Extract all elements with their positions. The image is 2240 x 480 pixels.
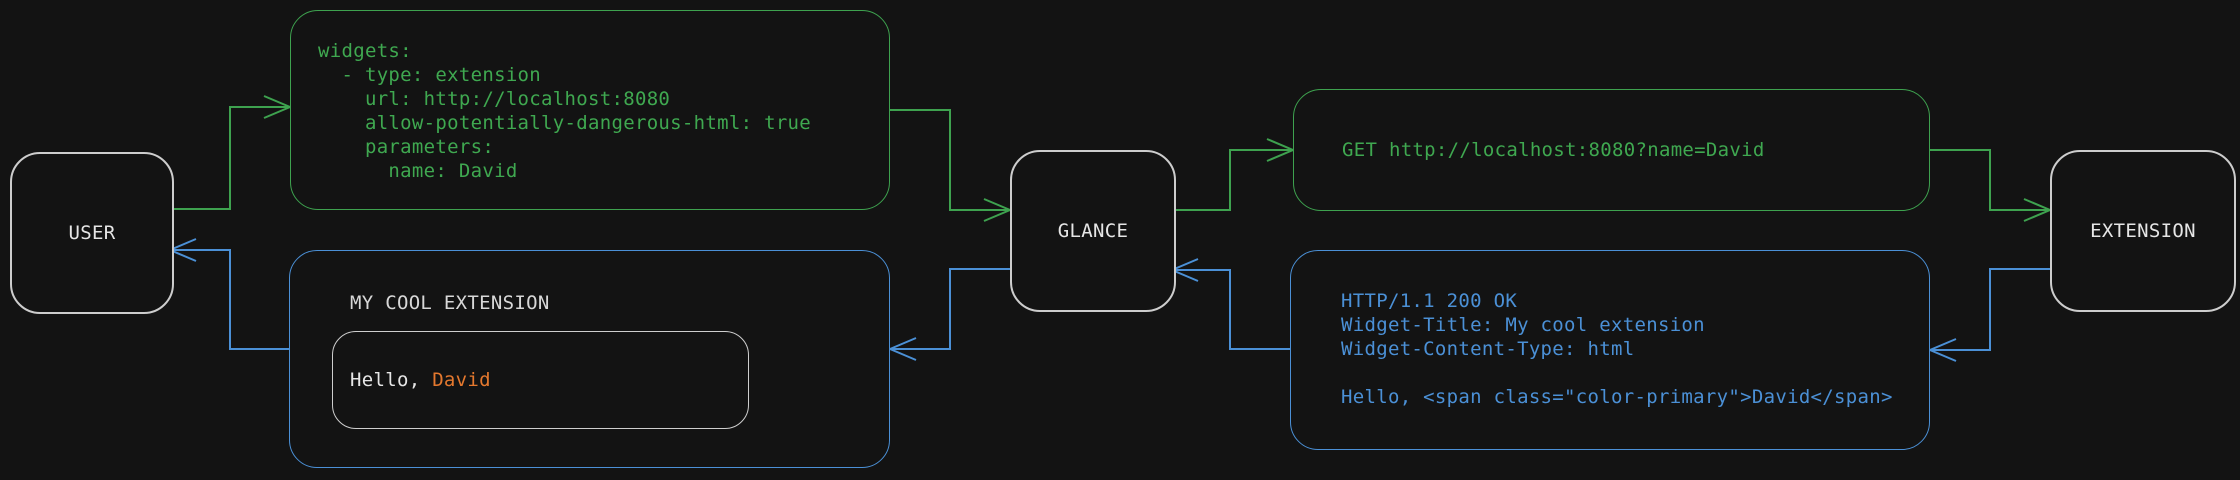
arrowhead-extension-to-response — [1927, 338, 1957, 362]
config-yaml-box: widgets: - type: extension url: http://l… — [290, 10, 890, 210]
http-response-box: HTTP/1.1 200 OK Widget-Title: My cool ex… — [1290, 250, 1930, 450]
widget-title: MY COOL EXTENSION — [350, 292, 550, 314]
arrowhead-glance-to-widget — [887, 337, 917, 361]
config-line: parameters: — [318, 136, 495, 158]
wire-request-to-extension — [1930, 149, 2048, 211]
config-line: widgets: — [318, 40, 412, 62]
response-line: HTTP/1.1 200 OK — [1341, 290, 1518, 312]
response-line: Hello, <span class="color-primary">David… — [1341, 386, 1893, 408]
wire-widget-to-user — [172, 249, 289, 350]
response-line — [1341, 361, 1929, 385]
wire-response-to-glance — [1174, 269, 1290, 350]
wire-config-to-glance — [890, 109, 1008, 211]
http-request-box: GET http://localhost:8080?name=David — [1293, 89, 1930, 211]
greeting-name: David — [432, 369, 491, 391]
response-line: Widget-Title: My cool extension — [1341, 314, 1705, 336]
wire-glance-to-request — [1172, 149, 1291, 211]
wire-user-to-config — [170, 106, 288, 210]
greeting-prefix: Hello, — [350, 369, 433, 391]
node-extension: EXTENSION — [2050, 150, 2236, 312]
rendered-widget-box: MY COOL EXTENSION Hello, David — [289, 250, 890, 468]
config-line: allow-potentially-dangerous-html: true — [318, 112, 812, 134]
config-line: url: http://localhost:8080 — [318, 88, 671, 110]
node-extension-label: EXTENSION — [2090, 220, 2196, 242]
node-glance: GLANCE — [1010, 150, 1176, 312]
config-line: - type: extension — [318, 64, 542, 86]
wire-extension-to-response — [1932, 268, 2050, 351]
node-user-label: USER — [68, 222, 116, 244]
config-line: name: David — [318, 160, 518, 182]
request-line: GET http://localhost:8080?name=David — [1342, 139, 1765, 161]
node-user: USER — [10, 152, 174, 314]
node-glance-label: GLANCE — [1057, 220, 1129, 242]
widget-greeting-box: Hello, David — [332, 331, 749, 429]
response-line: Widget-Content-Type: html — [1341, 338, 1635, 360]
wire-glance-to-widget — [892, 268, 1010, 350]
